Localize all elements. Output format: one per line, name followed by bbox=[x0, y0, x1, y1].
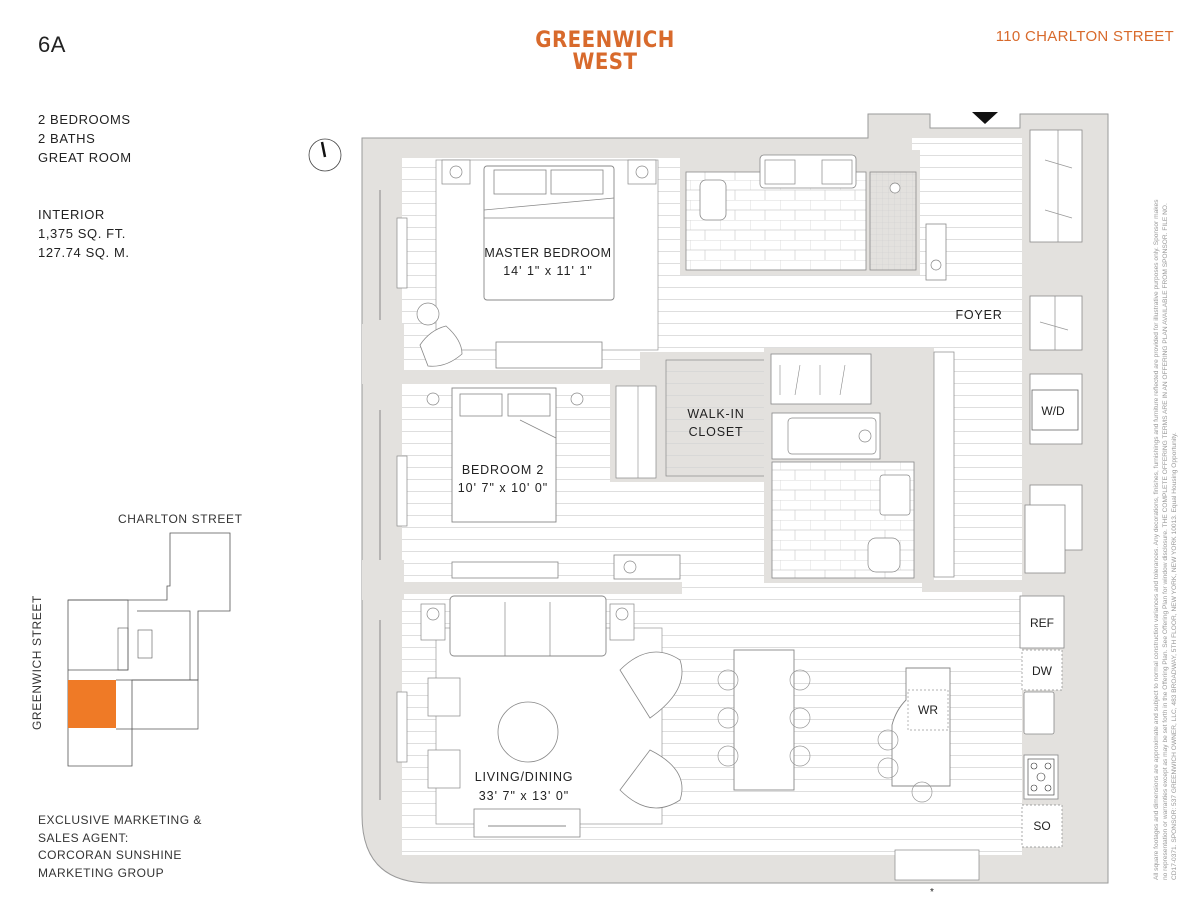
entry-arrow-icon bbox=[972, 112, 998, 124]
wall-pier bbox=[362, 324, 404, 382]
master-bath bbox=[680, 150, 920, 275]
interior-area: INTERIOR 1,375 SQ. FT. 127.74 SQ. M. bbox=[38, 205, 130, 262]
master-bedroom-label: MASTER BEDROOM bbox=[484, 246, 611, 260]
dining-table bbox=[717, 649, 811, 791]
so-label: SO bbox=[1033, 819, 1050, 833]
agent-line-1: EXCLUSIVE MARKETING & bbox=[38, 813, 202, 827]
agent-line-3: CORCORAN SUNSHINE bbox=[38, 848, 182, 862]
right-closets bbox=[1024, 129, 1083, 574]
logo-line-2: WEST bbox=[572, 50, 638, 75]
logo-line-1: GREENWICH bbox=[535, 28, 675, 53]
master-bedroom-dims: 14' 1" x 11' 1" bbox=[503, 264, 593, 278]
bedroom2-furniture bbox=[396, 387, 681, 580]
bedroom2-dims: 10' 7" x 10' 0" bbox=[458, 481, 549, 495]
living-label: LIVING/DINING bbox=[475, 770, 574, 784]
reach-in-closet bbox=[610, 382, 660, 482]
living-dims: 33' 7" x 13' 0" bbox=[479, 789, 570, 803]
cooktop-icon bbox=[1027, 758, 1055, 796]
sales-agent: EXCLUSIVE MARKETING & SALES AGENT: CORCO… bbox=[38, 812, 202, 882]
interior-label: INTERIOR bbox=[38, 207, 105, 222]
walk-in-closet-label-2: CLOSET bbox=[689, 425, 744, 439]
interior-wall bbox=[922, 580, 1022, 592]
foyer-label: FOYER bbox=[955, 308, 1002, 322]
agent-line-2: SALES AGENT: bbox=[38, 830, 129, 845]
lamp-icon bbox=[930, 259, 942, 271]
north-arrow-icon bbox=[308, 138, 342, 172]
dw-label: DW bbox=[1032, 664, 1053, 678]
second-bath bbox=[764, 348, 934, 583]
foyer-closet bbox=[933, 351, 955, 578]
building-address: 110 CHARLTON STREET bbox=[995, 28, 1174, 45]
walk-in-closet-label-1: WALK-IN bbox=[687, 407, 744, 421]
bedroom2-label: BEDROOM 2 bbox=[462, 463, 544, 477]
window-opening bbox=[894, 849, 980, 881]
bath-count: 2 BATHS bbox=[38, 131, 96, 146]
wd-label: W/D bbox=[1041, 404, 1065, 418]
asterisk-note: * bbox=[930, 887, 934, 898]
wr-label: WR bbox=[918, 703, 938, 717]
key-plan bbox=[67, 532, 231, 767]
agent-line-4: MARKETING GROUP bbox=[38, 865, 165, 880]
extra-room: GREAT ROOM bbox=[38, 150, 132, 165]
foyer-console bbox=[925, 223, 947, 281]
area-sqft: 1,375 SQ. FT. bbox=[38, 226, 127, 241]
ref-label: REF bbox=[1030, 616, 1054, 630]
wall-pier bbox=[362, 560, 404, 600]
keyplan-street-top: CHARLTON STREET bbox=[118, 512, 243, 526]
kitchen-island bbox=[877, 667, 951, 803]
interior-wall bbox=[362, 370, 682, 384]
interior-wall bbox=[362, 582, 682, 594]
kitchen-counter bbox=[1019, 595, 1065, 848]
walk-in-closet bbox=[660, 352, 767, 482]
unit-highlight bbox=[68, 680, 116, 728]
unit-specs: 2 BEDROOMS 2 BATHS GREAT ROOM bbox=[38, 110, 132, 167]
brand-logo: GREENWICH WEST bbox=[529, 30, 682, 74]
bedroom-count: 2 BEDROOMS bbox=[38, 112, 131, 127]
living-furniture bbox=[396, 595, 683, 838]
unit-number: 6A bbox=[38, 32, 66, 57]
master-furniture bbox=[396, 159, 659, 369]
area-sqm: 127.74 SQ. M. bbox=[38, 245, 130, 260]
